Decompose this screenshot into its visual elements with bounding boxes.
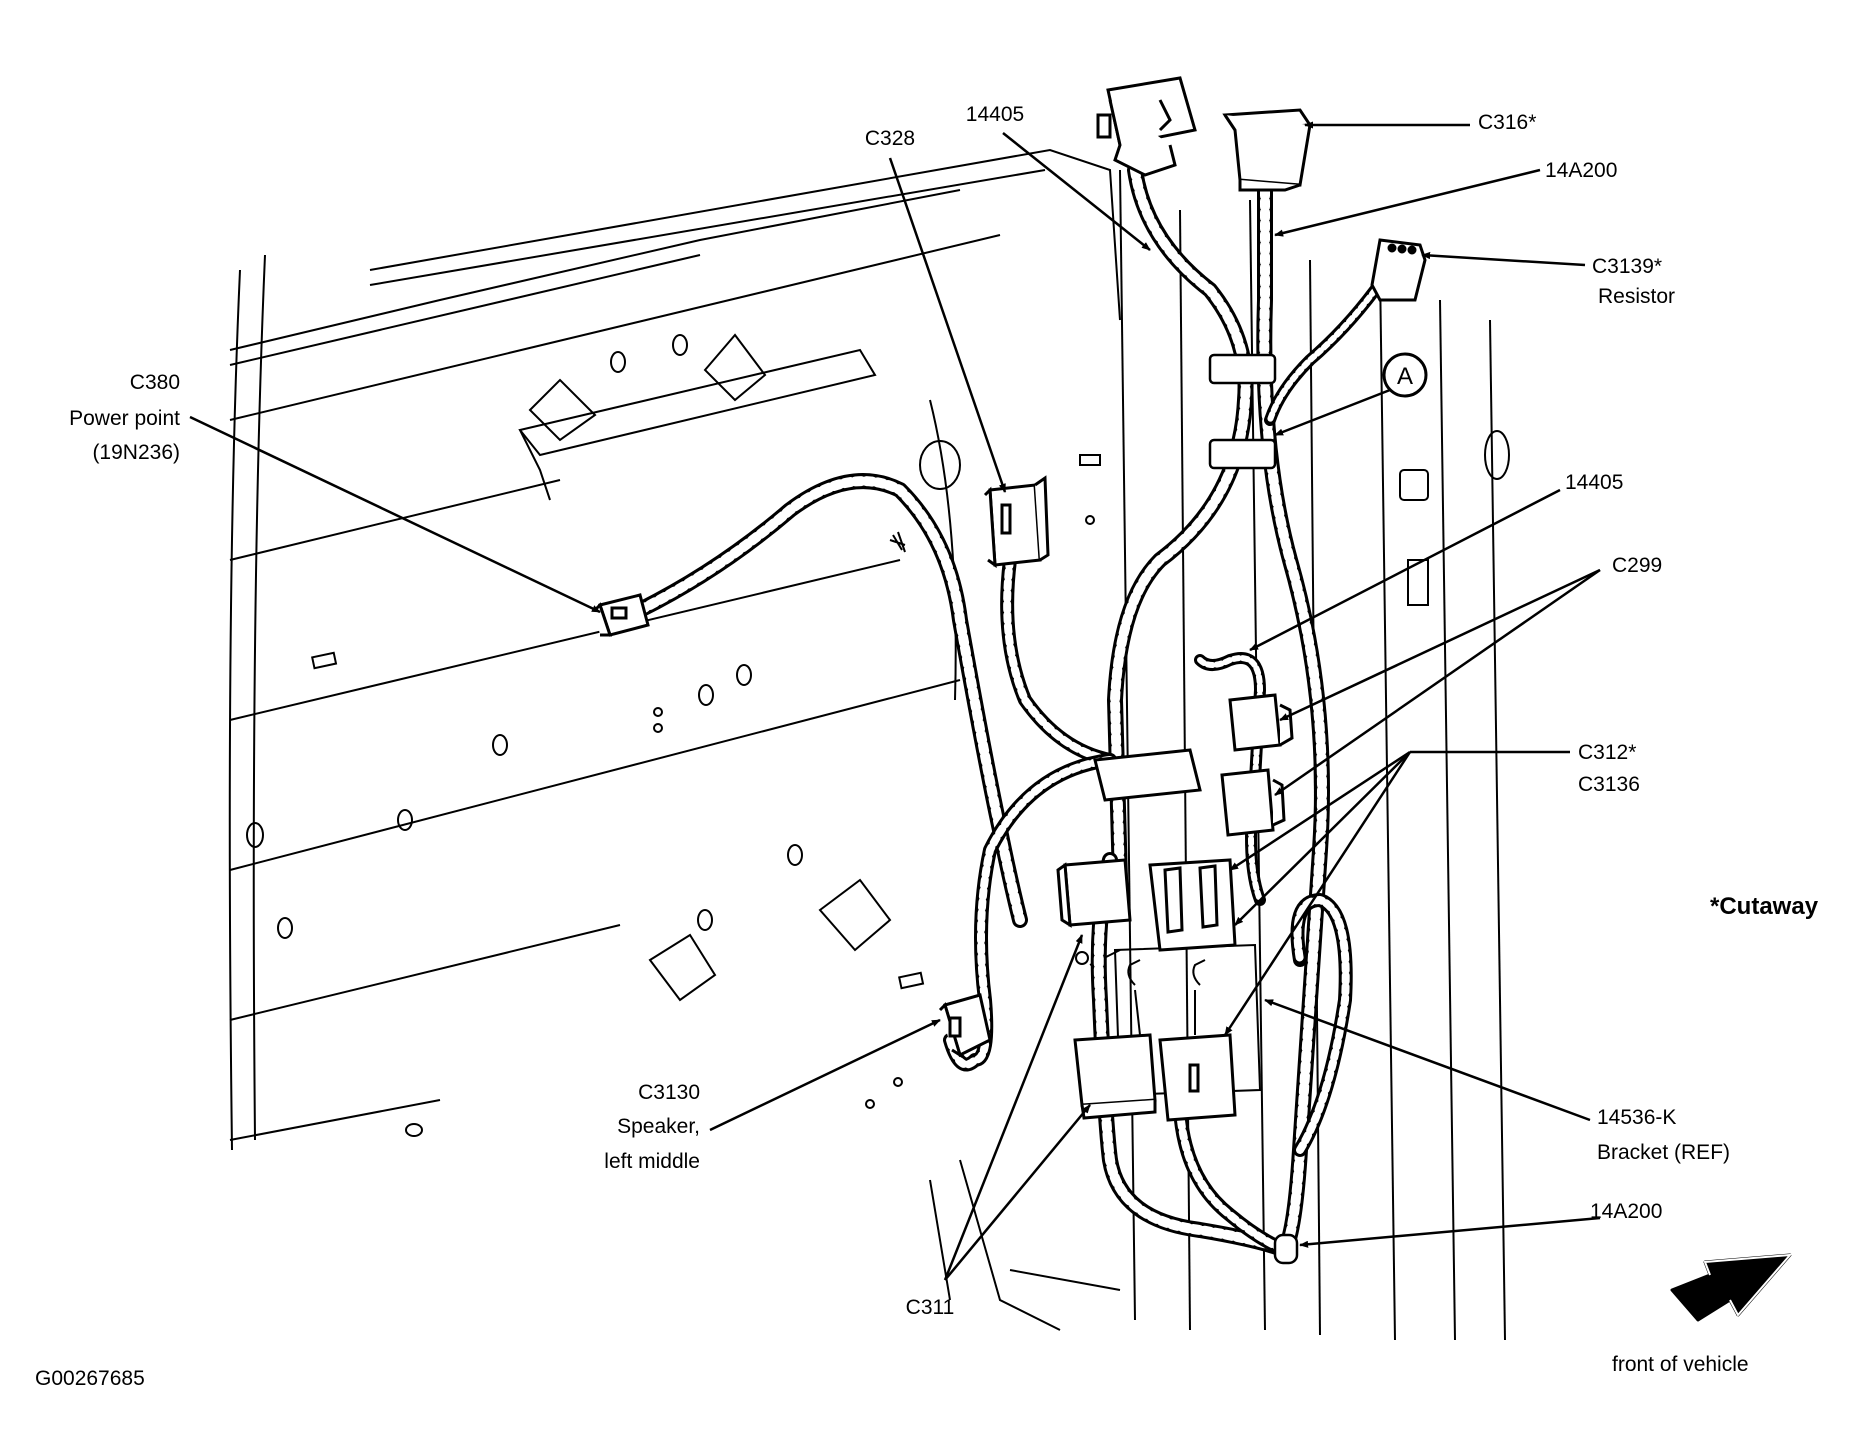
connector-c3139 xyxy=(1370,238,1427,302)
connector-14405-top xyxy=(1096,76,1197,177)
harness-c328 xyxy=(1000,553,1117,767)
harness-bracket xyxy=(1093,748,1202,802)
harness-c3130 xyxy=(943,753,1117,1072)
callout-circle-a: A xyxy=(1382,352,1428,398)
callout-14405-top xyxy=(1002,132,1151,251)
connector-c299-lower xyxy=(1220,768,1286,837)
figure-id: G00267685 xyxy=(35,1367,145,1390)
connector-c299-upper xyxy=(1228,693,1294,752)
front-arrow-icon xyxy=(1670,1253,1793,1322)
callout-14536 xyxy=(1264,998,1591,1122)
label-14a200-bot: 14A200 xyxy=(1590,1200,1663,1223)
callout-c299-a xyxy=(1279,568,1601,722)
connector-c312 xyxy=(1056,858,1132,928)
callout-14a200-bot xyxy=(1299,1216,1601,1248)
label-c3139-line1: C3139* xyxy=(1592,255,1663,278)
callout-a xyxy=(1274,388,1391,437)
callout-lines xyxy=(189,121,1601,1281)
label-c316: C316* xyxy=(1478,111,1537,134)
harness-lower xyxy=(1090,852,1353,1258)
label-14405-top: 14405 xyxy=(965,103,1025,126)
label-14536-line1: 14536-K xyxy=(1597,1106,1677,1129)
label-c328: C328 xyxy=(864,127,916,150)
harness-clips xyxy=(1208,353,1299,1265)
label-c380-line1: C380 xyxy=(129,371,180,394)
callout-c312-a xyxy=(1234,751,1411,926)
label-c3130-line2: Speaker, xyxy=(617,1115,700,1138)
connector-c316 xyxy=(1222,108,1313,192)
label-c3136: C3136 xyxy=(1578,773,1640,796)
screw-c328 xyxy=(889,531,906,553)
label-c380-line2: Power point xyxy=(69,407,180,430)
harness-c380 xyxy=(632,473,1028,928)
label-cutaway: *Cutaway xyxy=(1710,893,1819,920)
label-14405-mid: 14405 xyxy=(1565,471,1624,494)
callout-c380 xyxy=(189,415,601,614)
callout-c311-b xyxy=(944,1104,1091,1281)
callout-c3139 xyxy=(1421,251,1586,267)
label-front-of-vehicle: front of vehicle xyxy=(1612,1353,1749,1376)
connectors xyxy=(593,76,1427,1122)
connector-c328 xyxy=(983,475,1050,569)
bracket-hooks xyxy=(1075,951,1206,1036)
harness-14405 xyxy=(1107,162,1254,888)
callout-c3136 xyxy=(1229,750,1411,872)
door-panel xyxy=(228,148,1506,1341)
label-a: A xyxy=(1397,363,1413,390)
callout-c311-a xyxy=(943,934,1084,1281)
callout-14405-mid xyxy=(1249,488,1561,652)
label-14536-line2: Bracket (REF) xyxy=(1597,1141,1731,1164)
label-14a200-top: 14A200 xyxy=(1545,159,1618,182)
label-c380-line3: (19N236) xyxy=(92,441,180,464)
connector-c3130 xyxy=(938,993,992,1059)
callout-14a200-top xyxy=(1274,168,1541,237)
label-c3130-line1: C3130 xyxy=(638,1081,700,1104)
callout-c312-b xyxy=(1223,751,1412,1036)
connector-c311-left xyxy=(1073,1033,1157,1120)
label-c3139-line2: Resistor xyxy=(1598,285,1676,308)
label-c312: C312* xyxy=(1578,741,1637,764)
callout-c3130 xyxy=(709,1018,941,1132)
panel-holes xyxy=(246,334,1510,1137)
callout-c328 xyxy=(888,157,1007,493)
harness-resistor-branch xyxy=(1264,284,1381,426)
connector-c311-right xyxy=(1158,1033,1237,1122)
callout-c299-b xyxy=(1274,568,1601,797)
connector-c380 xyxy=(593,593,650,637)
label-c3130-line3: left middle xyxy=(604,1150,700,1173)
connector-c3136 xyxy=(1148,858,1237,952)
label-c311: C311 xyxy=(905,1296,955,1319)
label-c299: C299 xyxy=(1612,554,1663,577)
harness-c299 xyxy=(1194,652,1266,906)
